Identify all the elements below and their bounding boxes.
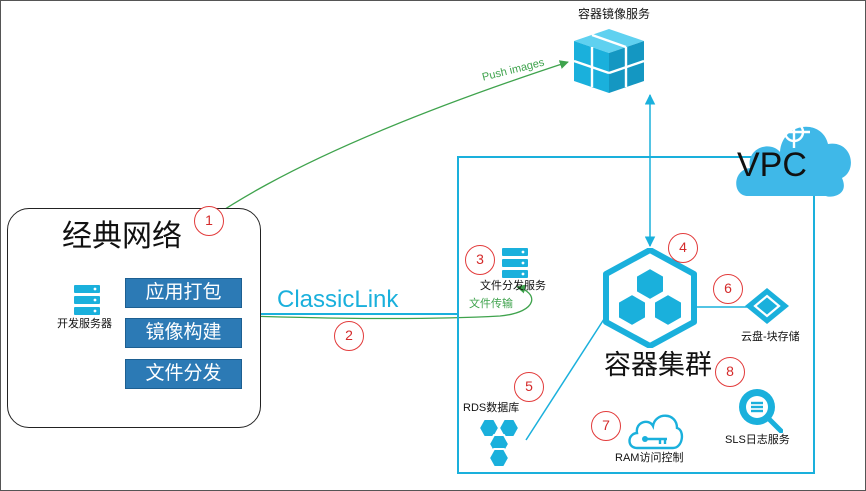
- rds-database-icon: [478, 418, 520, 468]
- ram-label: RAM访问控制: [615, 452, 684, 464]
- sls-label: SLS日志服务: [725, 434, 790, 446]
- file-transfer-label: 文件传输: [469, 298, 513, 310]
- file-service-server-icon: [502, 248, 528, 278]
- step-badge-8: 8: [715, 357, 745, 387]
- cluster-rds-link: [525, 315, 607, 441]
- cloud-disk-label: 云盘-块存储: [741, 331, 800, 343]
- file-service-label: 文件分发服务: [480, 280, 546, 292]
- step-badge-1: 1: [194, 206, 224, 236]
- classiclink-label: ClassicLink: [277, 286, 399, 313]
- task-image-build: 镜像构建: [125, 318, 242, 348]
- rds-label: RDS数据库: [463, 402, 520, 414]
- sls-log-service-icon: [739, 389, 783, 433]
- step-badge-7: 7: [591, 411, 621, 441]
- step-badge-5: 5: [514, 372, 544, 402]
- step-badge-6: 6: [713, 274, 743, 304]
- container-cluster-label: 容器集群: [604, 350, 712, 380]
- container-cluster-icon: [603, 248, 697, 348]
- container-registry-icon: [573, 29, 645, 93]
- vpc-boundary: [457, 156, 815, 474]
- step-badge-2: 2: [334, 321, 364, 351]
- dev-server-label: 开发服务器: [57, 318, 112, 330]
- classic-network-title: 经典网络: [62, 220, 182, 253]
- task-app-packaging: 应用打包: [125, 278, 242, 308]
- cloud-disk-icon: [745, 288, 789, 324]
- registry-label: 容器镜像服务: [578, 7, 651, 21]
- dev-server-icon: [74, 285, 100, 315]
- task-file-distribution: 文件分发: [125, 359, 242, 389]
- step-badge-4: 4: [668, 233, 698, 263]
- vpc-cloud-icon: [736, 116, 851, 197]
- step-badge-3: 3: [465, 245, 495, 275]
- ram-access-cloud-icon: [628, 414, 684, 450]
- vpc-label: VPC: [737, 146, 807, 184]
